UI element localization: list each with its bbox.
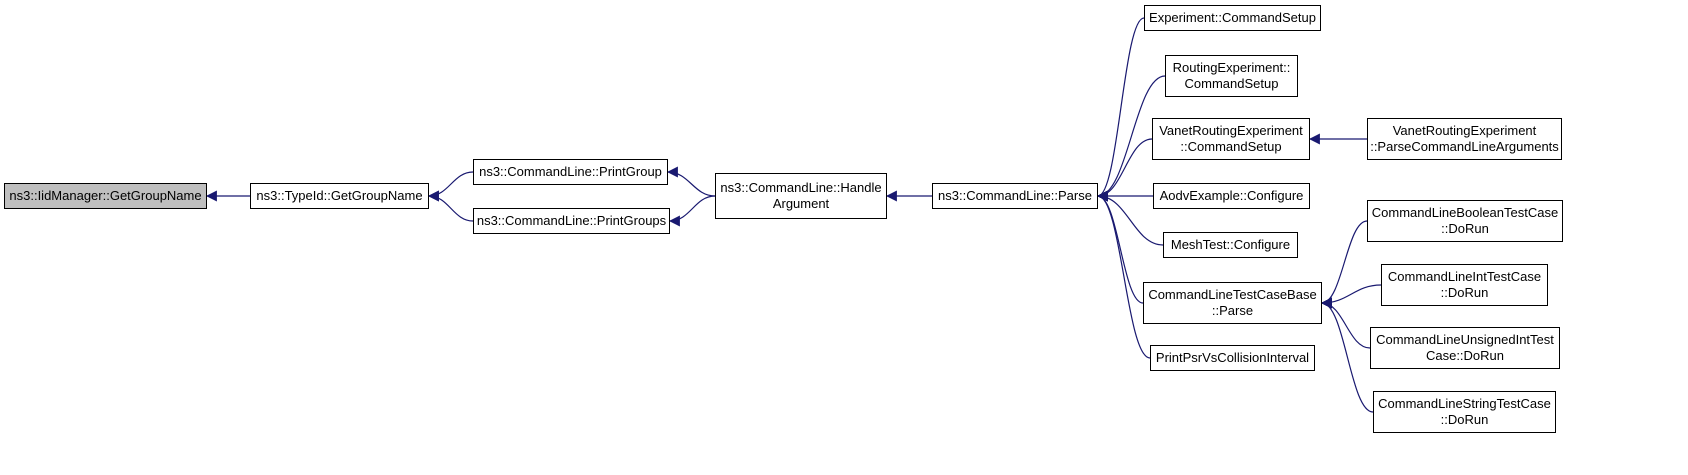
node-printpsrvscollisioninterval[interactable]: PrintPsrVsCollisionInterval — [1150, 345, 1315, 371]
node-label-line: Case::DoRun — [1425, 348, 1505, 363]
edge-n15-to-n12 — [1320, 284, 1382, 309]
node-label-line: VanetRoutingExperiment — [1159, 123, 1303, 138]
node-experiment-commandsetup[interactable]: Experiment::CommandSetup — [1144, 5, 1321, 31]
node-label-line: ns3::CommandLine::Parse — [938, 188, 1092, 203]
edge-n6-to-n5 — [1096, 17, 1145, 202]
node-commandline-parse[interactable]: ns3::CommandLine::Parse — [932, 183, 1098, 209]
focus-node-iidmanager-getgroupname: ns3::IidManager::GetGroupName — [4, 183, 207, 209]
node-label-line: MeshTest::Configure — [1170, 237, 1291, 252]
node-label-line: ns3::TypeId::GetGroupName — [256, 188, 423, 203]
node-label-line: ::CommandSetup — [1180, 139, 1282, 154]
node-label-line: Experiment::CommandSetup — [1149, 10, 1316, 25]
edge-n2-to-n1 — [427, 171, 474, 202]
node-commandlinebooleantestcase-dorun[interactable]: CommandLineBooleanTestCase::DoRun — [1367, 200, 1563, 242]
node-label-line: RoutingExperiment:: — [1172, 60, 1291, 75]
edge-n4-to-n3 — [668, 195, 716, 227]
node-typeid-getgroupname[interactable]: ns3::TypeId::GetGroupName — [250, 183, 429, 209]
node-label-line: CommandLineBooleanTestCase — [1371, 205, 1559, 220]
node-routingexperiment-commandsetup[interactable]: RoutingExperiment::CommandSetup — [1165, 55, 1298, 97]
node-aodvexample-configure[interactable]: AodvExample::Configure — [1153, 183, 1310, 209]
edge-n8-to-n5 — [1096, 138, 1153, 202]
node-label-line: ::DoRun — [1441, 221, 1489, 236]
node-commandline-printgroups[interactable]: ns3::CommandLine::PrintGroups — [473, 208, 670, 234]
node-label-line: ::DoRun — [1440, 285, 1489, 300]
node-label-line: ns3::CommandLine::PrintGroups — [476, 213, 667, 228]
node-commandlineinttestcase-dorun[interactable]: CommandLineIntTestCase::DoRun — [1381, 264, 1548, 306]
node-label-line: ns3::IidManager::GetGroupName — [9, 188, 202, 203]
node-label-line: CommandLineStringTestCase — [1378, 396, 1551, 411]
edge-n13-to-n5 — [1096, 190, 1151, 359]
node-label-line: PrintPsrVsCollisionInterval — [1155, 350, 1310, 365]
node-label-line: ns3::CommandLine::PrintGroup — [479, 164, 662, 179]
node-label-line: VanetRoutingExperiment — [1392, 123, 1537, 138]
node-label-line: CommandLineIntTestCase — [1387, 269, 1542, 284]
edge-n12-to-n5 — [1096, 190, 1144, 304]
node-vanetroutingexperiment-parsecommandlinearguments[interactable]: VanetRoutingExperiment::ParseCommandLine… — [1367, 118, 1562, 160]
node-vanetroutingexperiment-commandsetup[interactable]: VanetRoutingExperiment::CommandSetup — [1152, 118, 1310, 160]
node-commandline-printgroup[interactable]: ns3::CommandLine::PrintGroup — [473, 159, 668, 185]
edge-n17-to-n12 — [1320, 297, 1374, 413]
node-commandlinestringtestcase-dorun[interactable]: CommandLineStringTestCase::DoRun — [1373, 391, 1556, 433]
node-label-line: CommandLineTestCaseBase — [1148, 287, 1317, 302]
node-label-line: AodvExample::Configure — [1159, 188, 1304, 203]
edge-n14-to-n12 — [1320, 220, 1368, 309]
node-label-line: ::Parse — [1211, 303, 1254, 318]
node-label-line: ::ParseCommandLineArguments — [1370, 139, 1559, 154]
node-label-line: CommandSetup — [1184, 76, 1279, 91]
node-label-line: Argument — [772, 196, 830, 211]
node-label-line: ns3::CommandLine::Handle — [720, 180, 882, 195]
edge-n16-to-n12 — [1320, 297, 1371, 349]
edge-n4-to-n2 — [666, 166, 716, 197]
edge-n3-to-n1 — [427, 190, 474, 222]
node-label-line: CommandLineUnsignedIntTest — [1376, 332, 1554, 347]
node-commandlinetestcasebase-parse[interactable]: CommandLineTestCaseBase::Parse — [1143, 282, 1322, 324]
node-label-line: ::DoRun — [1440, 412, 1489, 427]
node-meshtest-configure[interactable]: MeshTest::Configure — [1163, 232, 1298, 258]
